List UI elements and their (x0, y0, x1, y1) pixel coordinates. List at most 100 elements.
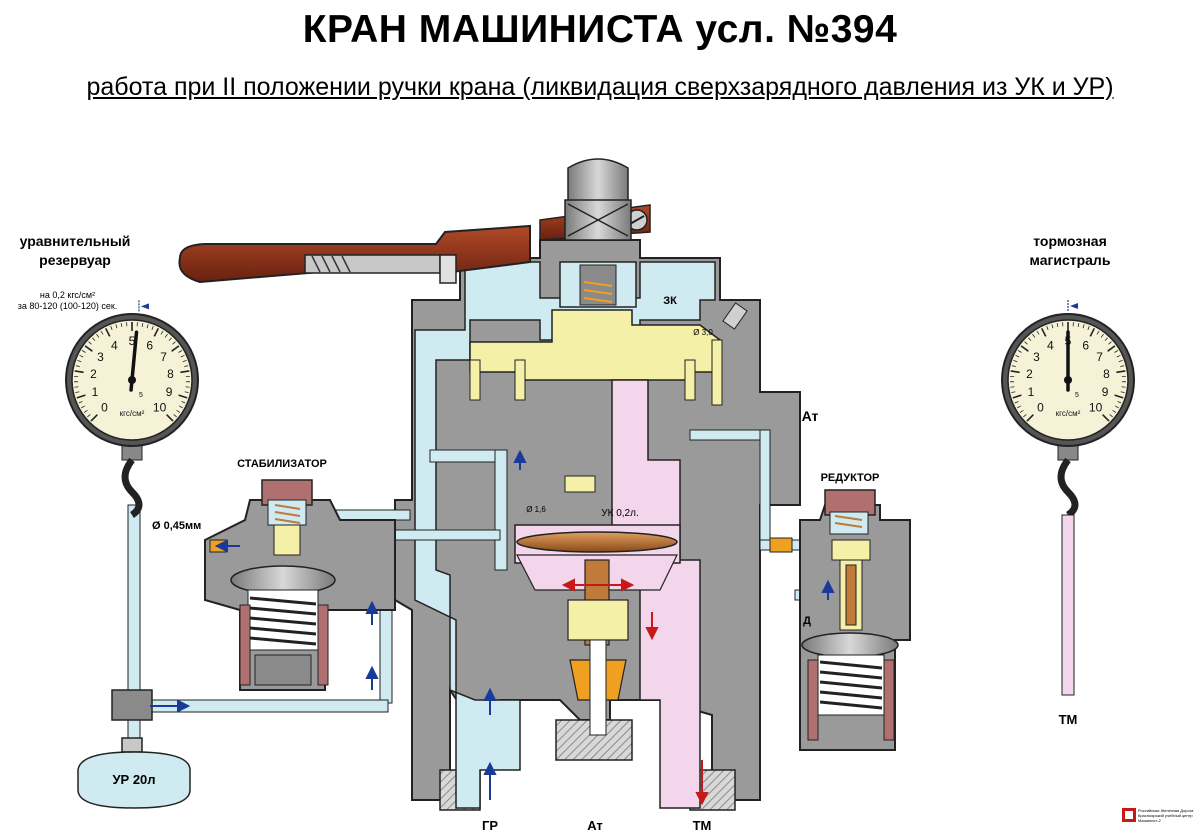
right-gauge-tick (1020, 345, 1029, 352)
right-gauge-scale-label: 2 (1026, 367, 1033, 381)
zk-label: ЗК (663, 295, 677, 307)
left-gauge-tick (151, 325, 154, 330)
right-gauge-scale-label: 8 (1103, 367, 1110, 381)
left-gauge-tick (110, 325, 113, 330)
stabilizer (204, 479, 396, 691)
left-gauge-tick (160, 330, 164, 335)
left-gauge-tick (173, 414, 177, 418)
left-gauge-note-line1: на 0,2 кгс/см² (39, 290, 96, 300)
left-gauge-tick (76, 394, 86, 399)
right-gauge-tick (1046, 325, 1049, 330)
left-gauge-tick (88, 341, 92, 345)
left-gauge-tick (80, 405, 85, 409)
right-gauge-tick (1011, 391, 1016, 394)
zk-chamber (469, 309, 723, 406)
right-gauge-tick (1015, 354, 1020, 358)
left-gauge-tick (164, 333, 168, 338)
right-gauge-pipe (1057, 444, 1079, 696)
left-gauge-unit: кгс/см² (120, 409, 145, 418)
left-gauge-tick (180, 370, 190, 374)
footer-line3: Машинист-2 (1138, 818, 1161, 823)
left-gauge-heading-line1: уравнительный (19, 233, 131, 249)
left-gauge-tick (84, 345, 93, 352)
right-gauge-tick (1116, 354, 1121, 358)
left-gauge-scale-label: 4 (111, 338, 118, 352)
page-subtitle: работа при II положении ручки крана (лик… (86, 73, 1114, 101)
right-gauge-tick (1102, 414, 1110, 422)
left-gauge-tick (171, 345, 180, 352)
right-gauge-tick (1056, 322, 1059, 328)
uk-label: УК 0,2л. (601, 508, 639, 519)
left-gauge-tick (83, 410, 88, 413)
right-gauge-tick (1036, 330, 1040, 335)
footer-credits: Российская Железная Дорога Красноярский … (1138, 808, 1198, 823)
left-gauge-heading-line2: резервуар (39, 252, 111, 268)
right-gauge-tick (1010, 386, 1015, 388)
bottom-at-label: Ат (587, 818, 603, 833)
right-gauge-tick (1100, 333, 1104, 338)
right-gauge-scale-label: 4 (1047, 338, 1054, 352)
right-gauge-heading-line2: магистраль (1029, 252, 1111, 268)
right-gauge-tick (1032, 333, 1036, 338)
right-gauge-scale-label: 10 (1089, 401, 1103, 415)
left-gauge-tick (96, 333, 100, 338)
right-gauge-tick (1026, 414, 1034, 422)
left-gauge-tick (74, 370, 84, 374)
left-gauge-tick (81, 350, 86, 353)
tm-side-label: ТМ (1058, 712, 1078, 727)
left-gauge-tick (75, 365, 80, 367)
left-gauge-tick (146, 324, 149, 329)
right-gauge-heading: тормозная магистраль (1005, 232, 1135, 270)
right-gauge-needle-hub (1064, 376, 1072, 384)
right-gauge-sub-mark: 5 (1075, 392, 1079, 399)
footer-line1: Российская Железная Дорога (1138, 808, 1194, 813)
exhaust-arrows (561, 578, 709, 806)
left-gauge-tick (166, 414, 174, 422)
right-gauge-scale-label: 0 (1037, 401, 1044, 415)
left-gauge-tick (182, 359, 187, 363)
right-gauge-tick (1120, 391, 1125, 394)
left-gauge-note: на 0,2 кгс/см² за 80-120 (100-120) сек. (0, 290, 135, 312)
right-gauge-setpoint-arrow (1070, 303, 1078, 309)
left-gauge-tick (184, 391, 189, 394)
left-gauge-setpoint-arrow (140, 303, 149, 310)
right-gauge-tick (1107, 345, 1116, 352)
left-gauge-scale-label: 3 (97, 350, 104, 364)
right-gauge-scale-label: 1 (1028, 385, 1035, 399)
bottom-gr-label: ГР (481, 818, 499, 833)
page-title: КРАН МАШИНИСТА усл. №394 (302, 8, 898, 51)
right-gauge-tick (1114, 394, 1124, 399)
right-gauge-tick (1082, 324, 1085, 329)
left-gauge-tick (92, 337, 96, 341)
left-gauge-scale-label: 9 (166, 385, 173, 399)
left-gauge-tick (176, 410, 181, 413)
right-gauge-tick (1019, 410, 1024, 413)
tank-label: УР 20л (112, 772, 156, 787)
right-gauge-tick (1120, 365, 1125, 367)
right-gauge-tick (1016, 405, 1021, 409)
left-gauge-scale-label: 7 (160, 350, 167, 364)
right-gauge-tick (1109, 414, 1113, 418)
left-gauge-sub-mark: 5 (139, 392, 143, 399)
at-side-label: Ат (801, 408, 819, 424)
left-gauge-scale-label: 1 (92, 385, 99, 399)
left-gauge-note-line2: за 80-120 (100-120) сек. (17, 301, 118, 311)
right-gauge-tick (1117, 401, 1122, 404)
left-gauge-tick (141, 322, 144, 328)
left-gauge-tick (179, 405, 184, 409)
right-gauge-tick (1104, 337, 1108, 341)
right-gauge-tick (1108, 341, 1112, 345)
right-gauge-unit: кгс/см² (1056, 409, 1081, 418)
left-gauge-tick (168, 337, 172, 341)
right-gauge-tick (1118, 359, 1123, 363)
right-gauge-tick (1014, 401, 1019, 404)
left-gauge-tick (185, 386, 190, 388)
right-gauge-tick (1023, 414, 1027, 418)
bottom-tm-label: ТМ (692, 818, 712, 833)
left-gauge-needle-hub (128, 376, 136, 384)
flow-arrows (150, 449, 835, 800)
left-gauge-tick (181, 401, 186, 404)
right-gauge-scale-label: 7 (1096, 350, 1103, 364)
